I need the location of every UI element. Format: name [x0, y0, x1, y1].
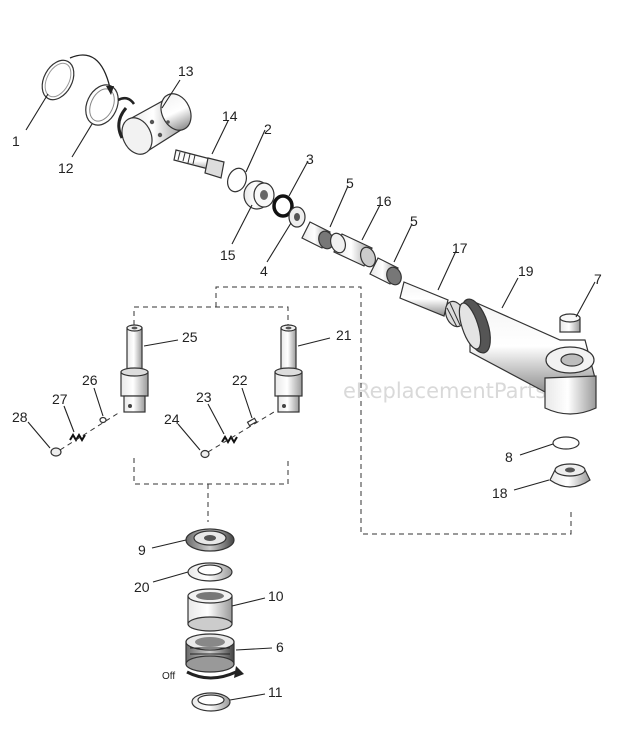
callout-13: 13 — [178, 63, 194, 79]
part-24-ball — [200, 449, 210, 459]
part-18-bevel-gear — [549, 463, 591, 488]
callout-7: 7 — [594, 271, 602, 287]
callout-20: 20 — [134, 579, 150, 595]
callout-22: 22 — [232, 372, 248, 388]
part-27-spring — [69, 433, 86, 442]
callout-10: 10 — [268, 588, 284, 604]
callout-11: 11 — [268, 684, 283, 700]
part-11-ring — [191, 692, 231, 712]
callout-25: 25 — [182, 329, 198, 345]
callout-6: 6 — [276, 639, 284, 655]
part-20-thrust-washer — [187, 562, 233, 582]
callout-15: 15 — [220, 247, 236, 263]
part-3-ring — [272, 194, 294, 218]
part-16-sleeve — [329, 232, 377, 268]
part-17-pinion-gear — [399, 281, 466, 328]
leader-lines — [25, 79, 596, 701]
part-9-bevel-gear — [185, 528, 235, 552]
callout-5a: 5 — [346, 175, 354, 191]
loosen-arrow-icon — [186, 670, 237, 680]
part-8-retaining-ring — [552, 436, 580, 450]
arrow-head-icon — [106, 86, 114, 95]
part-23-spring — [221, 435, 238, 444]
install-arrow-icon — [69, 54, 111, 89]
callout-2: 2 — [264, 121, 272, 137]
callout-26: 26 — [82, 372, 98, 388]
callout-28: 28 — [12, 409, 28, 425]
callout-labels: 1 2 3 4 5 5 6 7 8 9 10 11 12 13 14 15 16… — [12, 63, 602, 700]
part-6-lock-nut — [185, 633, 235, 673]
part-15-bushing — [243, 180, 275, 210]
part-1-retaining-ring — [41, 59, 75, 101]
part-13-head-collar — [121, 93, 192, 155]
rotate-arrow-icon — [117, 107, 128, 139]
part-5-needle-bearing-2 — [369, 257, 402, 286]
part-5-needle-bearing — [301, 221, 334, 250]
part-10-needle-bearing — [187, 588, 233, 632]
callout-1: 1 — [12, 133, 20, 149]
part-14-spindle — [173, 149, 225, 179]
callout-3: 3 — [306, 151, 314, 167]
callout-12: 12 — [58, 160, 74, 176]
part-25-spindle — [120, 324, 149, 413]
callout-21: 21 — [336, 327, 352, 343]
callout-19: 19 — [518, 263, 534, 279]
callout-18: 18 — [492, 485, 508, 501]
part-21-spindle — [274, 324, 303, 413]
arrow-head-icon-2 — [234, 666, 244, 678]
callout-8: 8 — [505, 449, 513, 465]
callout-4: 4 — [260, 263, 268, 279]
callout-16: 16 — [376, 193, 392, 209]
part-2-snap-ring — [226, 167, 248, 193]
callout-24: 24 — [164, 411, 180, 427]
rotation-label: Off — [162, 671, 175, 682]
callout-23: 23 — [196, 389, 212, 405]
part-22-pin — [246, 417, 258, 427]
callout-14: 14 — [222, 108, 238, 124]
callout-27: 27 — [52, 391, 68, 407]
part-28-ball — [50, 447, 62, 457]
part-19-angle-housing — [458, 298, 597, 415]
callout-5b: 5 — [410, 213, 418, 229]
part-7-plug — [559, 313, 581, 333]
callout-9: 9 — [138, 542, 146, 558]
assembly-guide-lines — [133, 286, 572, 535]
rotate-arrow-icon-2 — [117, 96, 136, 105]
callout-17: 17 — [452, 240, 468, 256]
part-26-pin — [99, 416, 107, 424]
